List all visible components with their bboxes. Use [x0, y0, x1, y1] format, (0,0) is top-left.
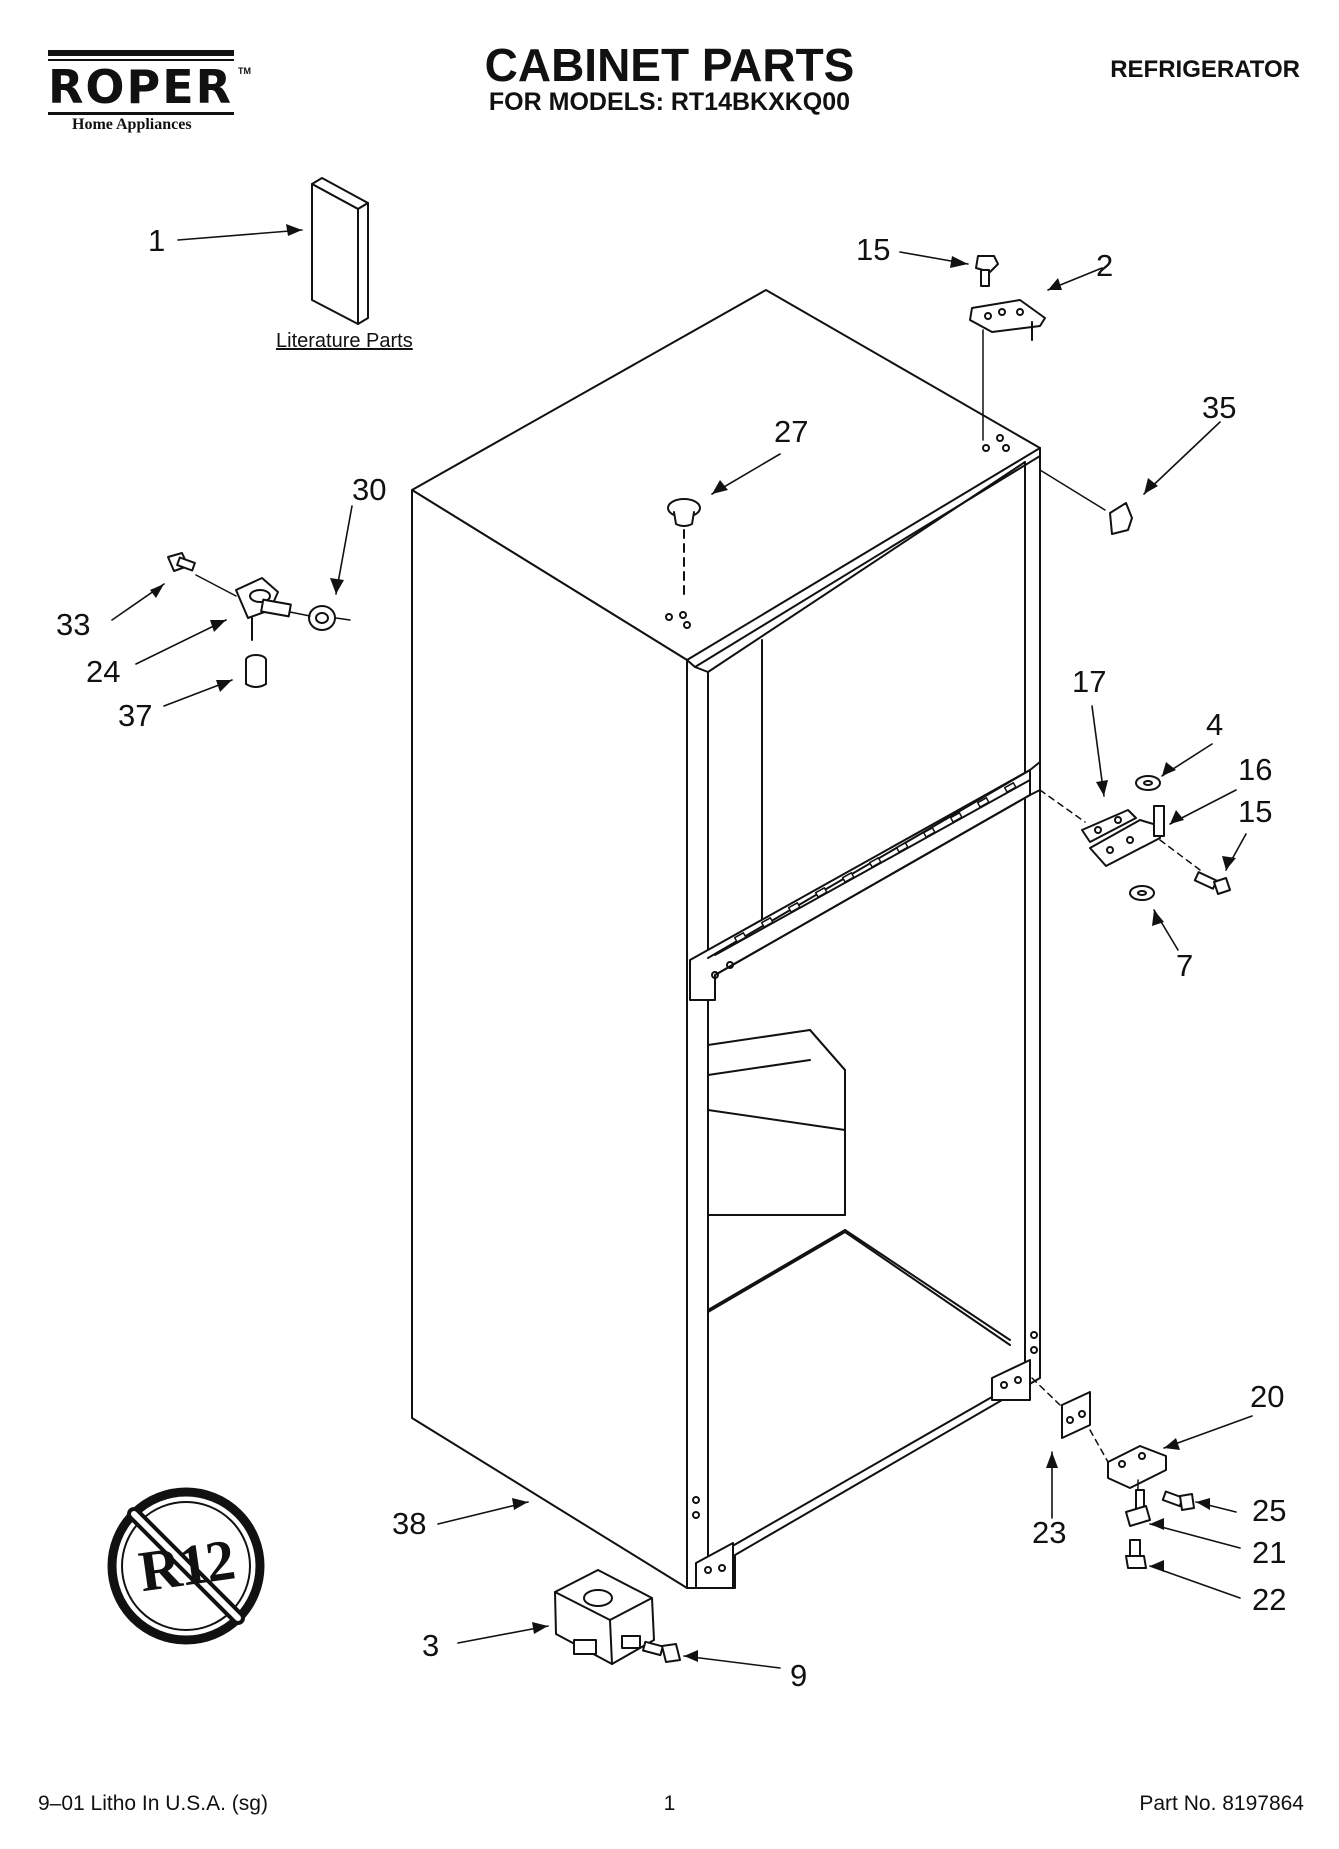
center-hinge-screw — [1193, 871, 1231, 895]
appliance-type: REFRIGERATOR — [1110, 56, 1300, 83]
leveling-leg — [554, 1569, 655, 1665]
callout-23: 23 — [1032, 1515, 1067, 1550]
callout-20: 20 — [1250, 1379, 1285, 1414]
bottom-hinge-shim — [1061, 1391, 1091, 1439]
callout-2: 2 — [1096, 248, 1114, 283]
footer-page-number: 1 — [663, 1792, 676, 1815]
callout-27: 27 — [774, 414, 809, 449]
bottom-hinge-bolt — [1125, 1539, 1147, 1569]
callout-37: 37 — [118, 698, 153, 733]
top-hinge-screw — [975, 255, 999, 287]
callout-arrowheads — [150, 224, 1236, 1662]
callout-7: 7 — [1176, 948, 1194, 983]
footer-part-number: Part No. 8197864 — [1139, 1792, 1304, 1815]
leg-screw — [642, 1640, 681, 1663]
callout-1: 1 — [148, 223, 166, 258]
center-hinge-washer-top — [1135, 775, 1161, 791]
literature-booklet — [311, 177, 369, 325]
bottom-hinge-pin — [1125, 1489, 1151, 1527]
logo-tagline: Home Appliances — [72, 116, 192, 133]
center-hinge-shim — [1081, 809, 1137, 843]
brand-logo: ROPER TM Home Appliances — [48, 50, 251, 134]
bottom-hinge — [1107, 1445, 1167, 1489]
handle-spacer — [308, 605, 336, 631]
bottom-hinge-screw — [1161, 1490, 1195, 1511]
callout-9: 9 — [790, 1658, 808, 1693]
callout-16: 16 — [1238, 752, 1273, 787]
handle-bushing — [245, 654, 267, 688]
page-subtitle: FOR MODELS: RT14BKXKQ00 — [488, 88, 851, 116]
callout-30: 30 — [352, 472, 387, 507]
top-plug — [667, 498, 701, 527]
callout-17: 17 — [1072, 664, 1107, 699]
callout-15b: 15 — [1238, 794, 1273, 829]
callout-3: 3 — [422, 1628, 440, 1663]
callout-25: 25 — [1252, 1493, 1287, 1528]
callout-33: 33 — [56, 607, 91, 642]
refrigerator-cabinet — [411, 289, 1041, 1589]
literature-parts-label: Literature Parts — [276, 330, 413, 352]
logo-top-bar — [48, 50, 234, 56]
callout-15a: 15 — [856, 232, 891, 267]
callout-35: 35 — [1202, 390, 1237, 425]
top-hinge — [969, 299, 1046, 341]
center-hinge-washer-bottom — [1129, 885, 1155, 901]
handle-screw — [167, 552, 196, 572]
footer-print-info: 9–01 Litho In U.S.A. (sg) — [38, 1792, 268, 1815]
callout-4: 4 — [1206, 707, 1224, 742]
callout-21: 21 — [1252, 1535, 1287, 1570]
page-title: CABINET PARTS — [484, 39, 855, 91]
callout-24: 24 — [86, 654, 121, 689]
handle-bracket — [235, 577, 292, 641]
logo-bottom-bar — [48, 112, 234, 115]
callout-38: 38 — [392, 1506, 427, 1541]
center-hinge — [1089, 805, 1165, 867]
logo-top-bar-thin — [48, 59, 234, 61]
callout-22: 22 — [1252, 1582, 1287, 1617]
logo-trademark: TM — [238, 66, 251, 76]
no-r12-symbol — [107, 1487, 265, 1645]
door-stop — [1109, 502, 1133, 535]
logo-wordmark: ROPER — [48, 60, 234, 114]
